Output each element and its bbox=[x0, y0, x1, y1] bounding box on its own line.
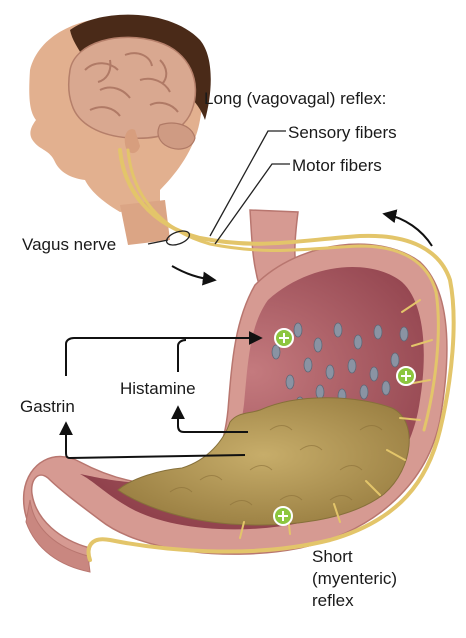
gastrin-label: Gastrin bbox=[20, 397, 75, 416]
short-reflex-label: Short (myenteric) reflex bbox=[312, 546, 397, 612]
short-reflex-line-3: reflex bbox=[312, 591, 354, 610]
plus-marker-short-reflex bbox=[273, 506, 293, 526]
plus-marker-wall bbox=[396, 366, 416, 386]
human-head bbox=[29, 14, 211, 245]
gastrin-to-gland-arrow bbox=[65, 331, 263, 376]
vagus-nerve-path-inner bbox=[126, 148, 440, 432]
sensory-return-arrow bbox=[382, 209, 433, 247]
nerve-branches bbox=[239, 299, 433, 539]
gastric-glands bbox=[271, 322, 409, 412]
short-reflex-line-2: (myenteric) bbox=[312, 569, 398, 588]
leader-sensory bbox=[209, 130, 286, 237]
neck bbox=[120, 200, 170, 245]
motor-arrow bbox=[171, 265, 217, 286]
long-reflex-label: Long (vagovagal) reflex: bbox=[204, 89, 387, 108]
leader-motor bbox=[214, 163, 290, 245]
vagus-nerve-label: Vagus nerve bbox=[22, 235, 117, 254]
brain-folds bbox=[84, 52, 179, 117]
ear bbox=[124, 129, 140, 154]
gastrin-arrow bbox=[59, 421, 246, 460]
duodenum bbox=[25, 499, 91, 573]
vagus-nerve-path bbox=[86, 148, 456, 562]
plus-marker-gland bbox=[274, 328, 294, 348]
sensory-fibers-label: Sensory fibers bbox=[288, 123, 397, 142]
leader-vagus bbox=[147, 239, 169, 245]
stimulation-markers bbox=[273, 328, 416, 526]
histamine-arrow bbox=[171, 405, 248, 433]
vagus-nerve-loop bbox=[165, 230, 191, 246]
reflex-arrows bbox=[59, 209, 433, 460]
histamine-to-gland-arrow bbox=[177, 339, 187, 372]
food-texture bbox=[169, 425, 383, 506]
leader-lines bbox=[147, 130, 290, 245]
food-mass bbox=[117, 397, 410, 526]
short-reflex-line-1: Short bbox=[312, 547, 353, 566]
motor-fibers-label: Motor fibers bbox=[292, 156, 382, 175]
nerve-fibers bbox=[86, 148, 456, 562]
cerebellum bbox=[157, 122, 196, 150]
histamine-label: Histamine bbox=[120, 379, 196, 398]
